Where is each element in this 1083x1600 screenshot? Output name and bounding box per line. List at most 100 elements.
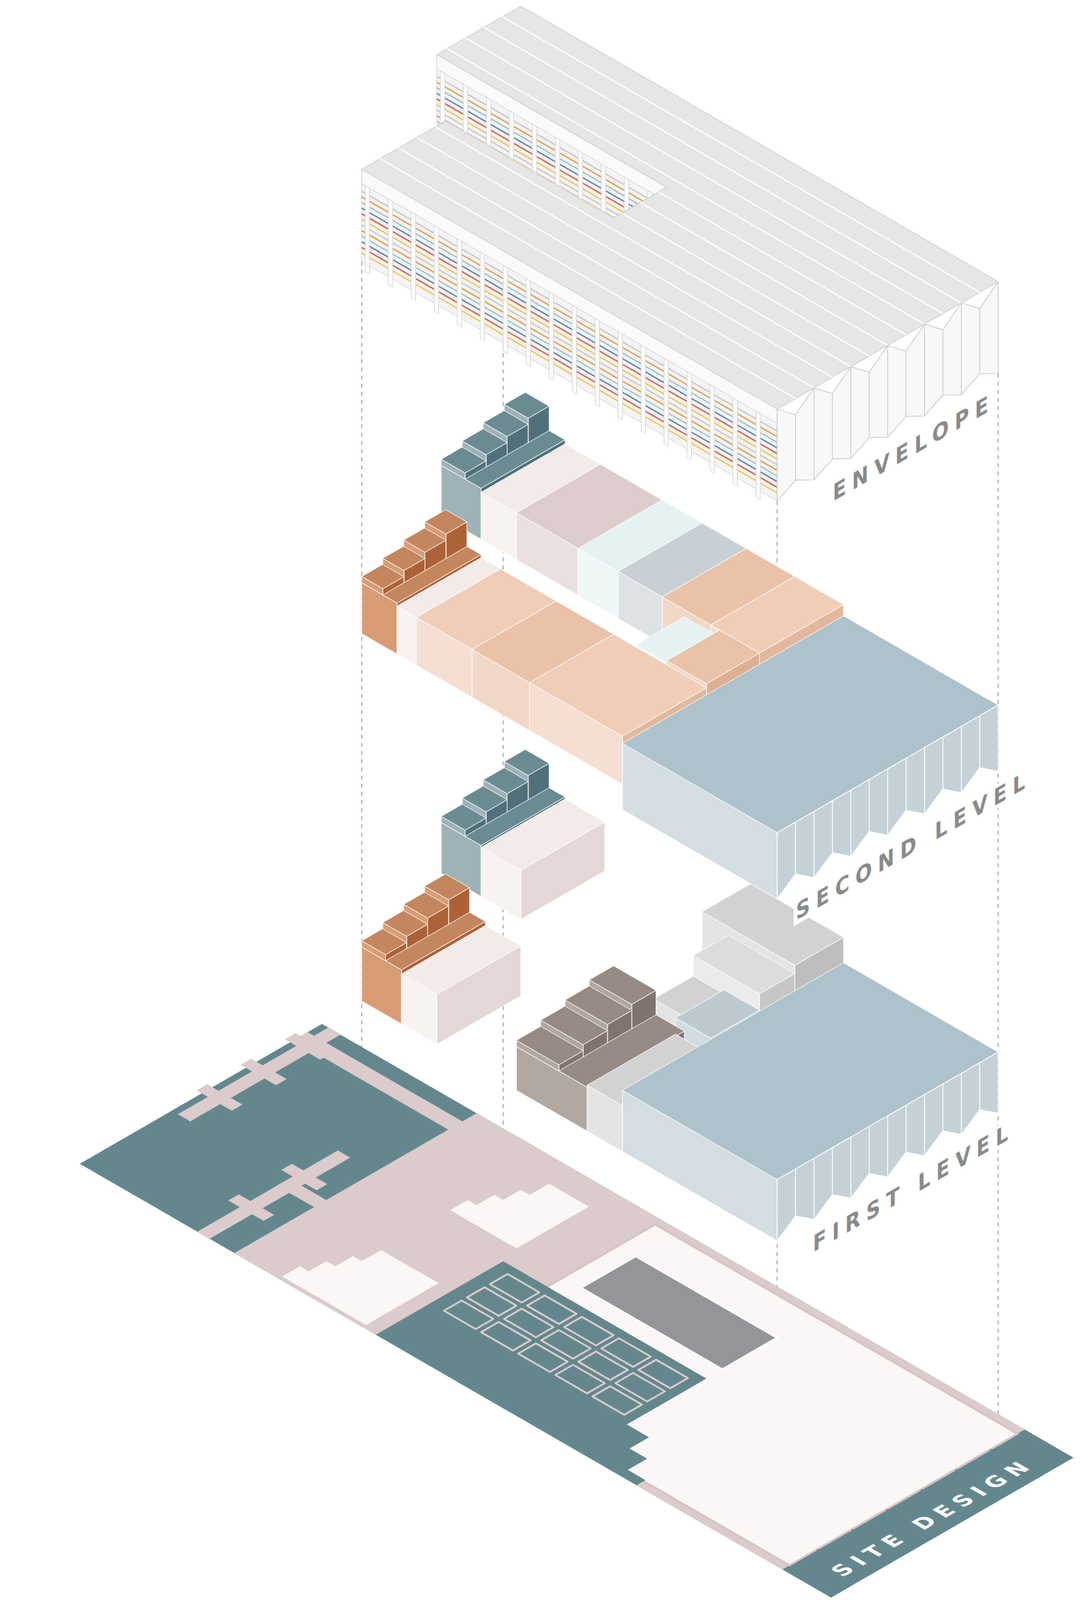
floor-slab-side-fin <box>979 1062 981 1110</box>
room-volume-top <box>480 799 605 871</box>
parking-stall <box>466 1287 517 1317</box>
parking-stall <box>504 1309 554 1339</box>
layer-label: ENVELOPE <box>830 386 997 508</box>
roof-fold <box>502 16 980 293</box>
roof-fold <box>484 27 962 304</box>
column <box>457 239 463 328</box>
floor-slab-side-fin <box>942 1084 944 1132</box>
parking-stall <box>526 1295 577 1325</box>
floor-slab-side-fin <box>924 1095 925 1157</box>
parking-stall <box>638 1360 688 1389</box>
column <box>434 225 439 314</box>
roof-fascia <box>361 169 778 424</box>
floor-slab-side-fin <box>887 1116 889 1178</box>
stair-core-step-top <box>441 804 487 831</box>
envelope-end-fin <box>924 324 925 417</box>
column <box>526 278 531 367</box>
site-plan <box>79 1024 1073 1598</box>
envelope-end-fin <box>831 393 833 460</box>
stair-core-step-top <box>361 564 404 589</box>
parking-stall <box>555 1365 605 1395</box>
folded-roof <box>361 6 999 410</box>
column <box>594 318 600 407</box>
site-ground <box>79 1024 1073 1598</box>
layer-label: SITE DESIGN <box>823 1454 1044 1582</box>
stair-core-step-top <box>441 447 487 474</box>
tree-plot <box>196 1084 243 1112</box>
paved-plaza <box>234 1113 1025 1570</box>
envelope-end-fin <box>905 351 907 417</box>
column <box>618 331 623 420</box>
footpath <box>293 1032 472 1136</box>
floor-slab-side-fin <box>795 1169 796 1216</box>
louver-strip <box>361 230 778 471</box>
layer-label: SECOND LEVEL <box>793 763 1033 927</box>
column <box>411 212 416 301</box>
louver-strip <box>361 202 778 443</box>
louver-strip <box>361 236 778 477</box>
parking-stall <box>564 1317 614 1347</box>
louver-strip <box>361 247 778 488</box>
tree-plot <box>228 1194 275 1222</box>
parking-stall <box>444 1300 494 1330</box>
floor-slab-side-fin <box>813 1158 814 1220</box>
roof-fold <box>658 192 907 336</box>
roof-fold <box>621 212 870 356</box>
column <box>755 411 761 500</box>
floor-slab-side-fin <box>795 821 796 875</box>
envelope-end-fin <box>942 329 944 396</box>
floor-slab-side-fin <box>905 758 907 811</box>
tree-plot <box>285 1033 332 1061</box>
column <box>709 384 715 473</box>
louver-strip <box>361 196 778 437</box>
layer-label: FIRST LEVEL <box>810 1115 1017 1259</box>
room-volume-step-top <box>516 1026 583 1065</box>
tree-plot <box>196 1084 243 1112</box>
hard-court <box>580 1256 778 1371</box>
floor-slab-side-fin <box>831 801 833 854</box>
floor-slab-side-fin <box>850 1137 852 1199</box>
column <box>572 305 577 394</box>
column <box>365 185 370 274</box>
floor-slab-side-fin <box>924 747 925 814</box>
core-footprint <box>450 1183 589 1249</box>
column <box>663 358 669 447</box>
column <box>480 252 485 341</box>
floor-slab-side-fin <box>831 1147 833 1195</box>
floor-slab-side-fin <box>850 790 852 857</box>
column <box>503 265 509 354</box>
column <box>387 198 393 288</box>
floor-slab-side-fin <box>942 737 944 790</box>
projection-line <box>997 373 999 1436</box>
footpath <box>177 1027 341 1122</box>
parking-stall <box>540 1330 591 1360</box>
floor-slab-side-fin <box>960 1073 962 1136</box>
parking-stall <box>601 1338 652 1368</box>
tree-plot <box>285 1033 332 1061</box>
second-level <box>361 392 999 900</box>
column <box>548 291 554 380</box>
parking-stall <box>490 1274 540 1304</box>
envelope-end-fin <box>868 372 870 439</box>
floor-slab-side-fin <box>868 779 870 832</box>
stair-core-step-top <box>424 510 467 535</box>
tree-plot <box>240 1058 287 1086</box>
louver-strip <box>361 225 778 465</box>
floor-slab-side-fin <box>813 811 814 879</box>
louver-strip <box>361 219 778 460</box>
column <box>640 345 646 434</box>
envelope-facade <box>361 169 778 502</box>
floor-slab-side-fin <box>887 769 889 836</box>
louver-strip <box>361 213 778 454</box>
floor-slab-top <box>622 962 999 1180</box>
envelope-end-fin <box>850 366 852 459</box>
envelope-end-fin <box>813 387 814 481</box>
floor-slab-side-fin <box>979 715 981 768</box>
parking-stall <box>480 1322 531 1351</box>
envelope-end-fin <box>887 345 889 438</box>
envelope-end-fin <box>960 303 962 396</box>
floor-slab-side-fin <box>905 1105 907 1153</box>
